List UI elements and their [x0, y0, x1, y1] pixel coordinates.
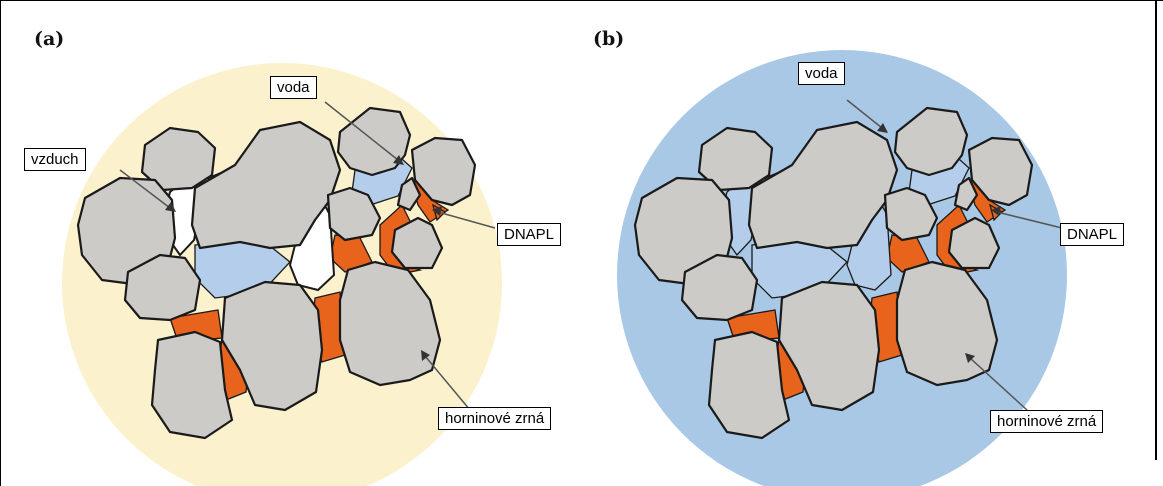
panel-a-label-grains: horninové zrná — [438, 407, 552, 430]
panel-b-label-water: voda — [798, 62, 845, 85]
panel-b-label-dnapl: DNAPL — [1060, 223, 1125, 246]
figure-frame-right-edge — [1155, 0, 1157, 460]
panel-b-label-grains: horninové zrná — [990, 410, 1104, 433]
panel-a-label-dnapl: DNAPL — [497, 223, 562, 246]
panel-b — [617, 50, 1067, 486]
panel-a-label-air: vzduch — [24, 148, 86, 171]
panel-b-letter: (b) — [593, 28, 625, 50]
panel-a — [62, 63, 502, 486]
panel-a-label-water: voda — [270, 76, 317, 99]
panel-a-letter: (a) — [34, 28, 65, 50]
